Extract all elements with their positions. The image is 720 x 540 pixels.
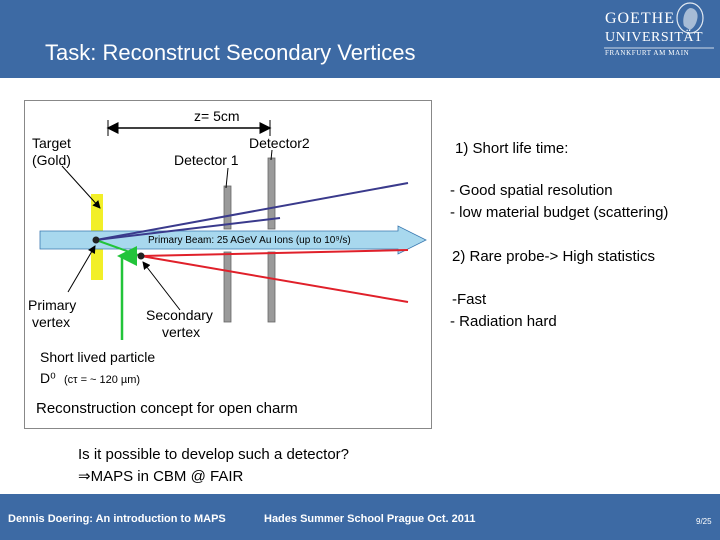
logo-universitaet: UNIVERSITÄT <box>605 30 704 45</box>
logo-frankfurt: FRANKFURT AM MAIN <box>605 49 690 57</box>
z-distance-label: z= 5cm <box>194 108 240 124</box>
header-bar <box>0 0 720 78</box>
question-line2: ⇒MAPS in CBM @ FAIR <box>78 467 243 485</box>
requirement-2: 2) Rare probe-> High statistics <box>452 248 655 265</box>
secondary-vertex-dot <box>137 252 145 260</box>
track-blue-top <box>95 182 409 241</box>
requirement-1: 1) Short life time: <box>455 140 569 157</box>
requirement-2b: - Radiation hard <box>450 313 557 330</box>
slide-title: Task: Reconstruct Secondary Vertices <box>45 40 416 65</box>
secondary-vertex-label-line2: vertex <box>162 324 201 340</box>
question-line1: Is it possible to develop such a detecto… <box>78 446 349 463</box>
primary-vertex-dot <box>92 236 100 244</box>
footer-author: Dennis Doering: An introduction to MAPS <box>8 513 226 525</box>
beam-label: Primary Beam: 25 AGeV Au Ions (up to 10⁹… <box>148 235 351 246</box>
target-label-line1: Target <box>32 135 71 151</box>
footer-event: Hades Summer School Prague Oct. 2011 <box>264 513 476 525</box>
university-seal-icon <box>604 2 714 49</box>
detector1-top <box>223 185 232 230</box>
detector2-label: Detector2 <box>249 135 310 151</box>
track-red-bottom <box>140 255 409 303</box>
detector1-bottom <box>223 251 232 323</box>
requirement-1a: - Good spatial resolution <box>450 182 613 199</box>
short-lived-particle-label: Short lived particle <box>40 349 156 365</box>
requirement-1b: - low material budget (scattering) <box>450 204 669 221</box>
implies-arrow-icon: ⇒ <box>78 468 91 485</box>
detector2-bottom <box>267 251 276 323</box>
detector1-label: Detector 1 <box>174 152 239 168</box>
question-answer: MAPS in CBM @ FAIR <box>90 468 244 485</box>
primary-vertex-label-line1: Primary <box>28 297 77 313</box>
track-red-top <box>140 249 409 257</box>
secondary-vertex-label-line1: Secondary <box>146 307 213 323</box>
reconstruction-caption: Reconstruction concept for open charm <box>36 400 298 417</box>
requirement-2a: -Fast <box>452 291 487 308</box>
logo-goethe: GOETHE <box>605 10 675 27</box>
d0-ctau-label: (cτ = ~ 120 µm) <box>64 374 141 386</box>
page-number: 9/25 <box>696 517 712 526</box>
footer-bar <box>0 494 720 540</box>
target-label-line2: (Gold) <box>32 152 71 168</box>
track-blue-mid <box>95 217 281 241</box>
d0-label: D⁰ <box>40 370 56 386</box>
primary-vertex-label-line2: vertex <box>32 314 71 330</box>
